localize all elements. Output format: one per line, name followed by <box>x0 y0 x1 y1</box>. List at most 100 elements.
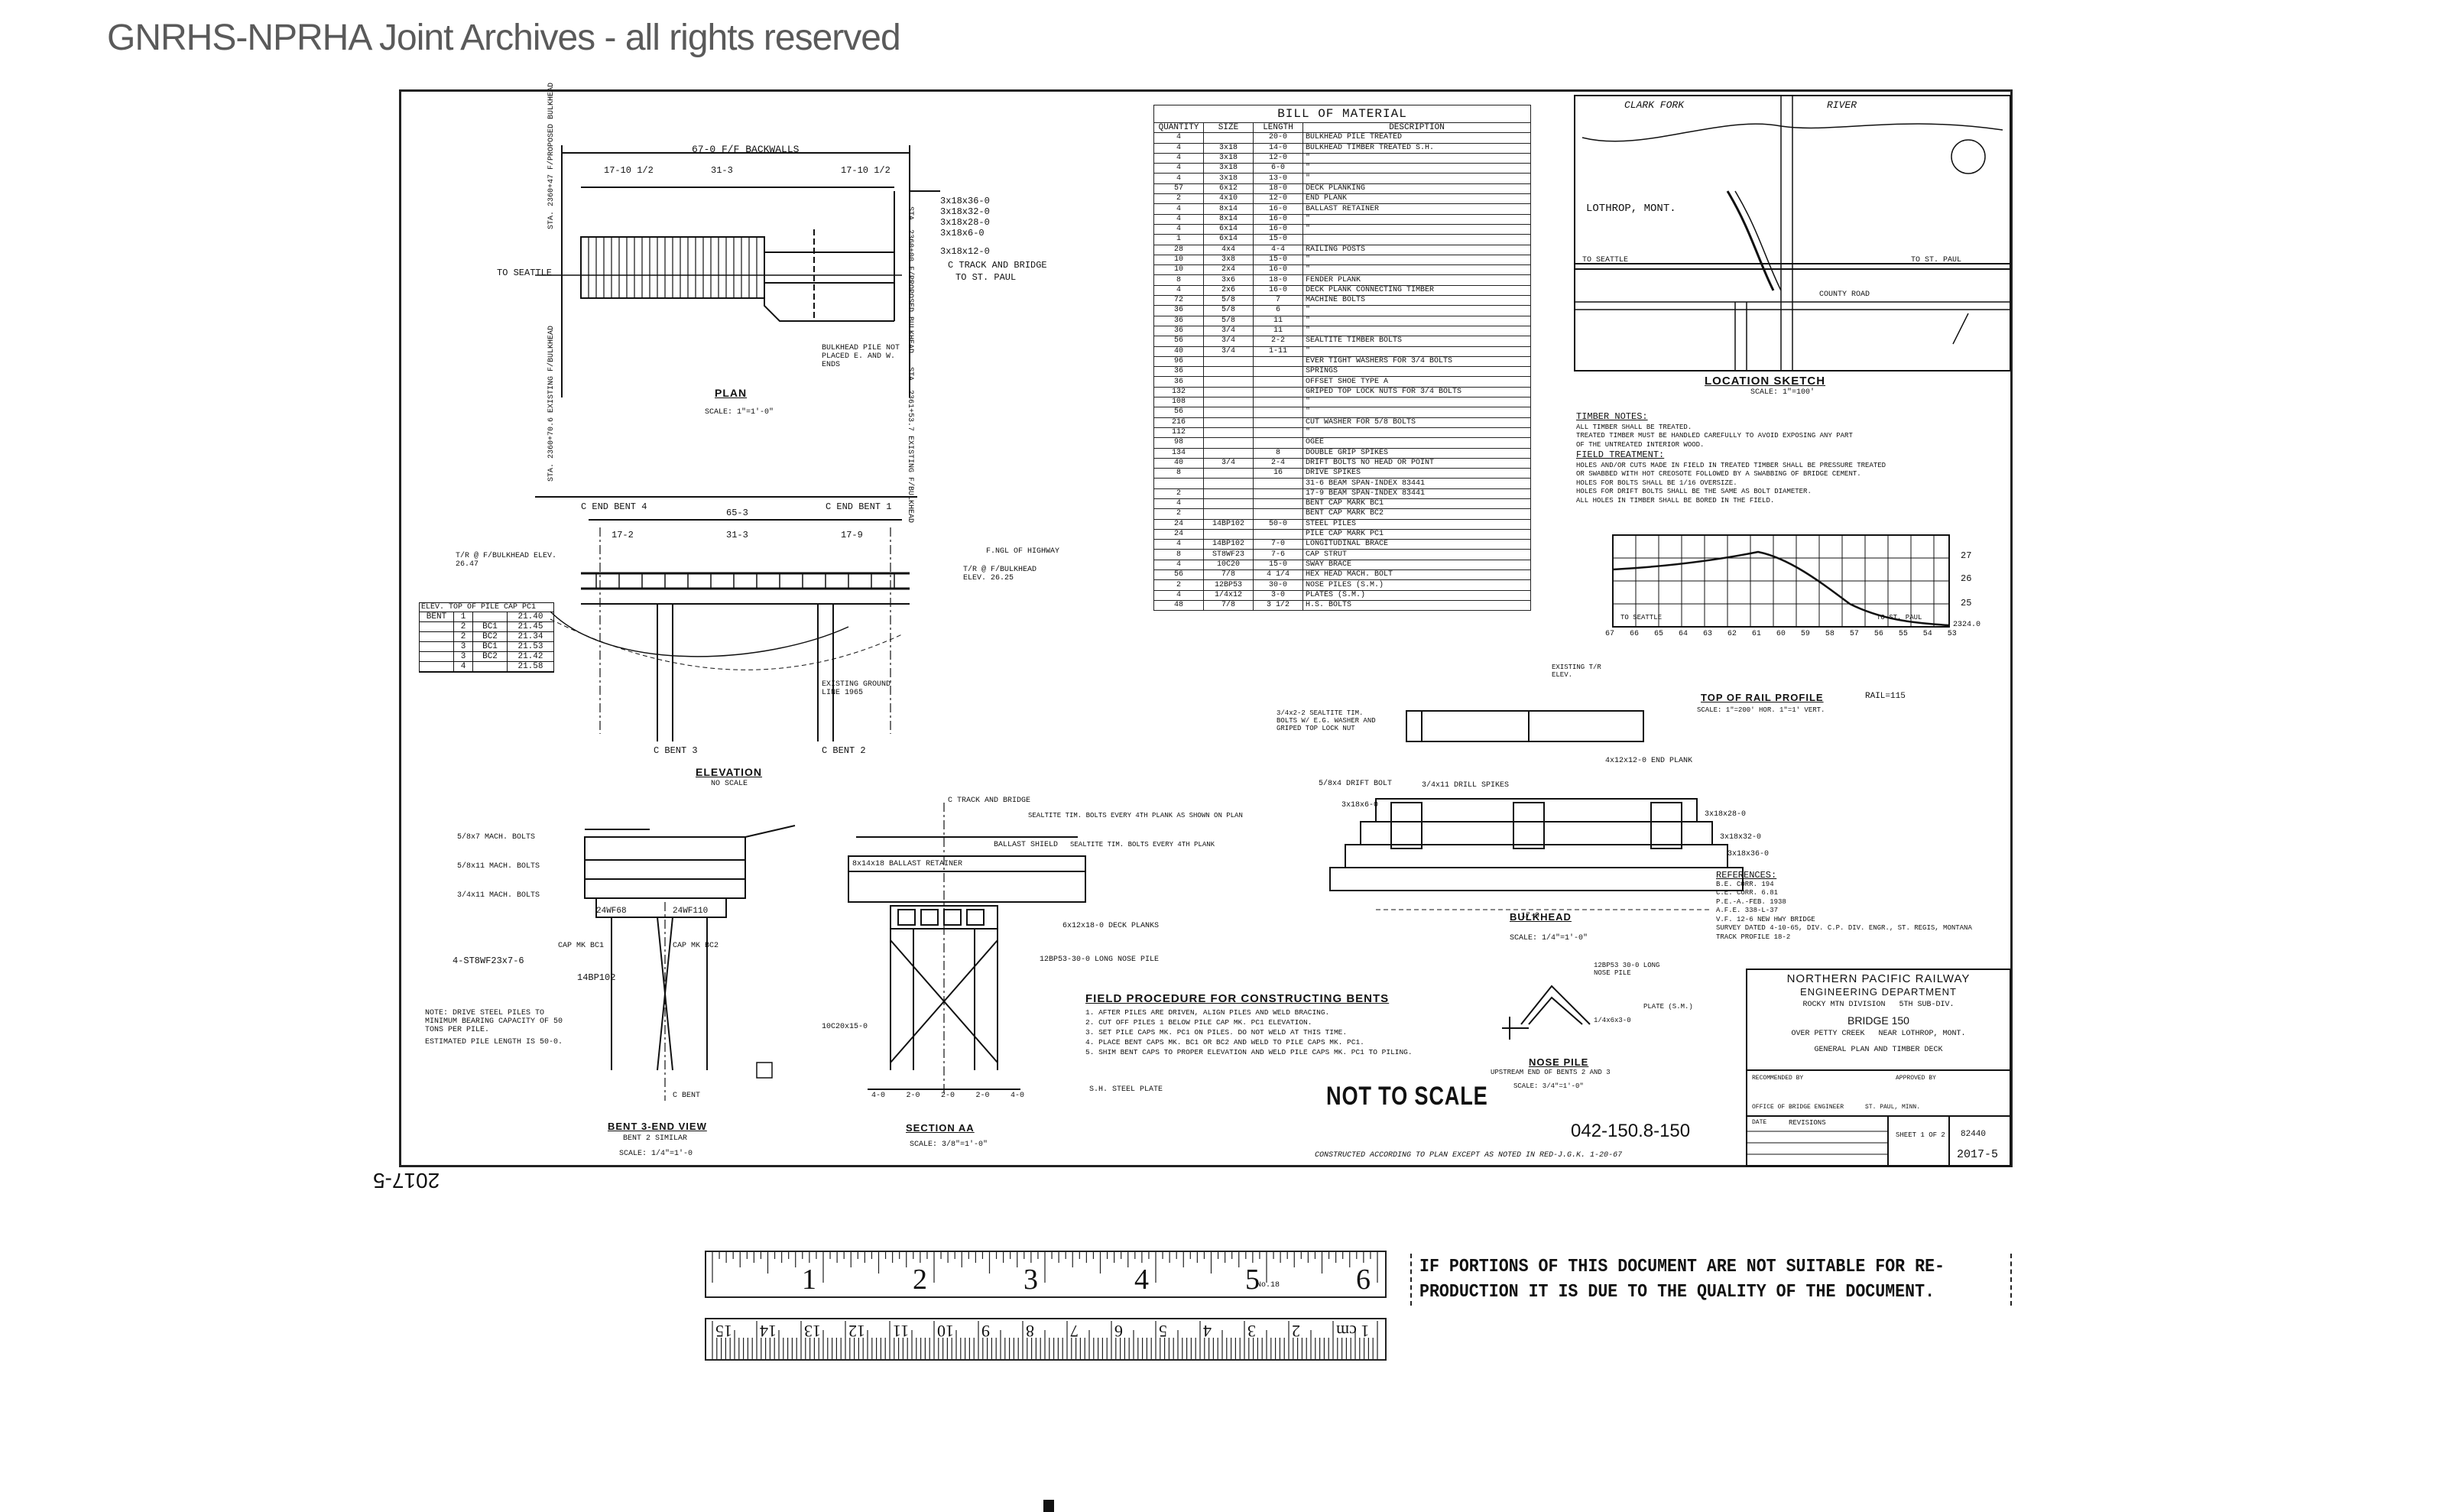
plan-existing-left: STA. 2360+70.6 EXISTING F/BULKHEAD <box>547 325 556 482</box>
bom-size: 3/4 <box>1203 325 1254 337</box>
pile-cap-table-title: ELEV. TOP OF PILE CAP PC1 <box>420 603 553 612</box>
bom-length: 11 <box>1253 315 1303 326</box>
plan-to-seattle: TO SEATTLE <box>497 268 553 278</box>
elevation-scale: NO SCALE <box>711 780 748 788</box>
bent-note-bearing: NOTE: DRIVE STEEL PILES TO MINIMUM BEARI… <box>425 1009 563 1034</box>
field-procedure-step: 5. SHIM BENT CAPS TO PROPER ELEVATION AN… <box>1085 1048 1413 1056</box>
reference-line: V.F. 12-6 NEW HWY BRIDGE <box>1716 915 1815 923</box>
bom-description: DRIFT BOLTS NO HEAD OR POINT <box>1302 457 1531 469</box>
bom-length: 13-0 <box>1253 173 1303 184</box>
rail-profile-station: 62 <box>1727 630 1737 638</box>
bom-quantity: 216 <box>1153 417 1204 428</box>
title-block-index: 82440 <box>1961 1130 1987 1139</box>
cm-ruler-label: 4 <box>1203 1322 1212 1341</box>
bom-length: 2-2 <box>1253 336 1303 347</box>
title-block-subdiv: 5TH SUB-DIV. <box>1899 1001 1955 1009</box>
bom-size: 3x18 <box>1203 173 1254 184</box>
bom-description: 17-9 BEAM SPAN-INDEX 83441 <box>1302 488 1531 499</box>
plan-left-station: STA. 2360+47 F/PROPOSED BULKHEAD <box>547 82 556 229</box>
bom-quantity: 10 <box>1153 264 1204 276</box>
pile-cap-table-cell: 21.45 <box>517 622 543 631</box>
bom-size: 10C20 <box>1203 559 1254 571</box>
bom-quantity: 4 <box>1153 284 1204 297</box>
bom-length: 50-0 <box>1253 518 1303 530</box>
field-treatment-line: HOLES FOR BOLTS SHALL BE 1/16 OVERSIZE. <box>1576 479 1737 487</box>
bent-end-view <box>584 825 796 1101</box>
reference-line: A.F.E. 338-L-37 <box>1716 907 1779 914</box>
cm-ruler-label: 15 <box>715 1322 732 1341</box>
section-label-nose-pile: 12BP53-30-0 LONG NOSE PILE <box>1040 956 1160 964</box>
bom-description: RAILING POSTS <box>1302 244 1531 255</box>
cm-ruler-ticks <box>712 1321 1378 1359</box>
bom-description: SWAY BRACE <box>1302 559 1531 571</box>
bom-length: 3 1/2 <box>1253 599 1303 612</box>
inch-ruler-label: 5 <box>1245 1264 1260 1296</box>
bom-quantity: 72 <box>1153 295 1204 307</box>
bom-size: 6x14 <box>1203 223 1254 235</box>
bent-label-cap-bc1: CAP MK BC1 <box>558 942 605 950</box>
bent-label-mach-bolts-7: 5/8x7 MACH. BOLTS <box>457 833 536 842</box>
bom-description: CAP STRUT <box>1302 549 1531 560</box>
elevation-dim: 17-2 <box>612 530 634 540</box>
bulkhead-label-36: 3x18x36-0 <box>1727 850 1770 858</box>
bom-row: 31-6 BEAM SPAN-INDEX 83441 <box>1153 478 1531 489</box>
section-label-sway-brace: 10C20x15-0 <box>822 1023 868 1031</box>
bom-description <box>1302 234 1531 245</box>
elevation-end-bent-1: C END BENT 1 <box>826 501 892 512</box>
pile-cap-table-cell <box>473 612 508 621</box>
bom-size <box>1203 386 1254 398</box>
ruler-brand: No.18 <box>1257 1281 1280 1290</box>
bom-length: 15-0 <box>1253 254 1303 266</box>
bulkhead-label-drill: 3/4x11 DRILL SPIKES <box>1422 781 1510 790</box>
bom-length <box>1253 508 1303 520</box>
bom-length: 1-11 <box>1253 346 1303 357</box>
elevation-tr-note-2: T/R @ F/BULKHEAD ELEV. 26.25 <box>963 566 1037 582</box>
bent-view-title: BENT 3-END VIEW <box>608 1121 707 1132</box>
title-block-office: OFFICE OF BRIDGE ENGINEER <box>1752 1104 1844 1111</box>
bom-quantity: 8 <box>1153 274 1204 286</box>
title-block-over: OVER PETTY CREEK <box>1791 1030 1865 1038</box>
bom-description: END PLANK <box>1302 193 1531 205</box>
title-block: NORTHERN PACIFIC RAILWAY ENGINEERING DEP… <box>1748 972 2009 1056</box>
quality-notice: IF PORTIONS OF THIS DOCUMENT ARE NOT SUI… <box>1410 1254 2013 1306</box>
bom-description: CUT WASHER FOR 5/8 BOLTS <box>1302 417 1531 428</box>
bom-size <box>1203 478 1254 489</box>
bom-size: 3x18 <box>1203 163 1254 174</box>
cm-ruler-label: 11 <box>893 1322 910 1341</box>
pile-cap-table-cell: BC1 <box>473 622 508 631</box>
bom-length: 7-0 <box>1253 539 1303 550</box>
bom-quantity: 36 <box>1153 305 1204 316</box>
bom-quantity: 56 <box>1153 407 1204 418</box>
cm-ruler-label: 5 <box>1159 1322 1167 1341</box>
nose-pile-view <box>1502 985 1591 1040</box>
rail-profile-station: 53 <box>1947 630 1957 638</box>
location-town: LOTHROP, MONT. <box>1586 203 1676 215</box>
plan-view <box>535 145 940 397</box>
bom-quantity <box>1153 478 1204 489</box>
plan-callout: 3x18x12-0 <box>940 246 990 257</box>
bom-description: DECK PLANK CONNECTING TIMBER <box>1302 284 1531 297</box>
bom-length: 3-0 <box>1253 589 1303 601</box>
bom-size: 3/4 <box>1203 457 1254 469</box>
bom-quantity: 24 <box>1153 518 1204 530</box>
bent-label-cap-bc2: CAP MK BC2 <box>673 942 719 950</box>
elevation-dim: 17-9 <box>841 530 863 540</box>
field-treatment-line: HOLES FOR DRIFT BOLTS SHALL BE THE SAME … <box>1576 488 1812 495</box>
bom-size: 5/8 <box>1203 305 1254 316</box>
bulkhead-view <box>1329 710 1744 910</box>
cm-ruler-label: 3 <box>1247 1322 1256 1341</box>
bom-quantity: 1 <box>1153 234 1204 245</box>
plan-bulkhead-note: BULKHEAD PILE NOT PLACED E. AND W. ENDS <box>822 344 900 369</box>
bom-size: 7/8 <box>1203 599 1254 612</box>
